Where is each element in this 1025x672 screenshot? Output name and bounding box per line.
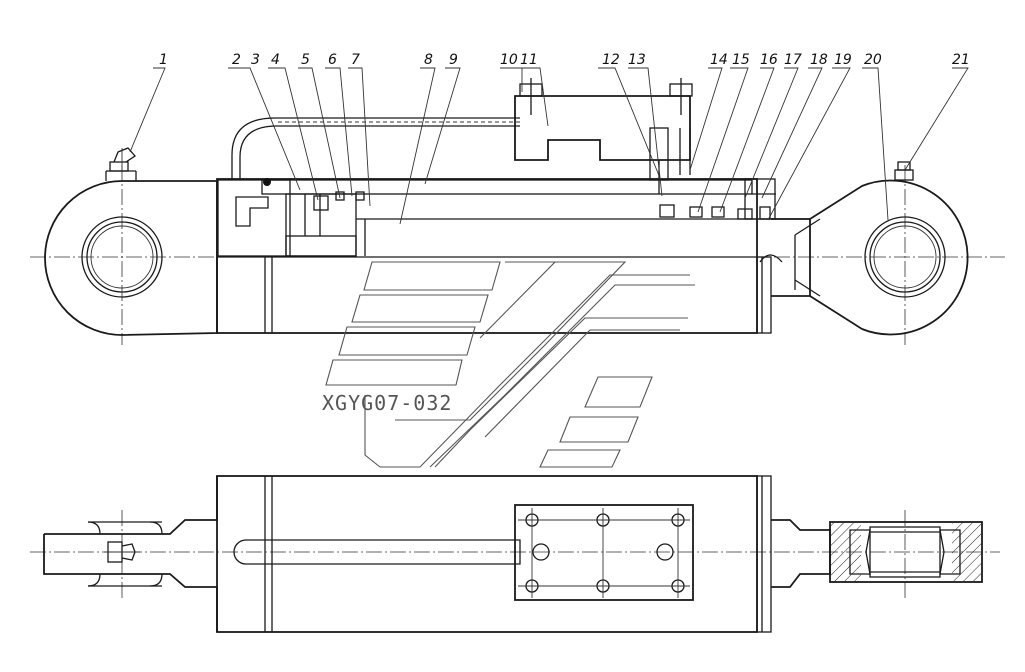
part-number: 11 [520, 52, 538, 68]
part-number: 14 [710, 52, 728, 68]
valve-bolts [518, 508, 690, 598]
part-number: 17 [784, 52, 802, 68]
part-number: 19 [834, 52, 852, 68]
plan-view [30, 475, 1000, 633]
part-number: 10 [500, 52, 518, 68]
leader-lines [129, 67, 969, 225]
part-number: 21 [952, 52, 970, 68]
part-number: 18 [810, 52, 828, 68]
part-number: 6 [328, 52, 337, 68]
grease-nipple-plan [104, 541, 140, 563]
part-number: 13 [628, 52, 646, 68]
part-number: 3 [251, 52, 260, 68]
part-number: 12 [602, 52, 620, 68]
part-number: 8 [424, 52, 433, 68]
part-number: 15 [732, 52, 750, 68]
grease-nipple-left [109, 147, 136, 172]
section-view [30, 67, 1005, 345]
drawing-code: XGYG07-032 [322, 391, 452, 415]
part-number: 7 [351, 52, 360, 68]
part-number: 2 [232, 52, 241, 68]
piston-rod [759, 218, 810, 297]
part-number: 1 [159, 52, 168, 68]
part-number: 4 [271, 52, 280, 68]
watermark-logo [325, 261, 695, 468]
part-number: 9 [449, 52, 458, 68]
part-labels: 1 2 3 4 5 6 7 8 9 10 11 12 13 14 15 16 1… [159, 52, 970, 68]
part-number: 20 [864, 52, 882, 68]
left-eye-end [44, 170, 218, 336]
part-number: 16 [760, 52, 778, 68]
right-eye-end [794, 161, 969, 336]
cylinder-barrel [216, 178, 810, 334]
oil-pipe [231, 117, 520, 186]
valve-block [514, 78, 693, 194]
part-number: 5 [301, 52, 310, 68]
